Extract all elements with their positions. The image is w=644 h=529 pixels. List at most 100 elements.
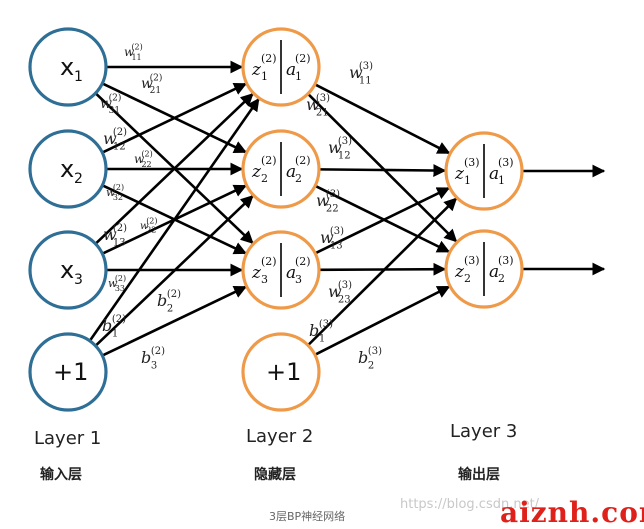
edge-l1-2-to-l2-1 — [101, 82, 247, 154]
output-node-2-a: a — [489, 262, 499, 282]
weight-label-10-sup: (2) — [112, 314, 126, 325]
layer-1-subtitle: 输入层 — [40, 466, 82, 483]
weight-label-18-sup: (3) — [338, 280, 352, 291]
edge-l1-4-to-l2-3 — [101, 285, 247, 357]
weight-label-19-sup: (3) — [319, 319, 333, 330]
weight-label-7-sup: (2) — [113, 223, 127, 234]
weight-label-7: w(2) 13 — [103, 223, 127, 248]
weight-label-11-sup: (2) — [167, 289, 181, 300]
input-bias-node-label: +1 — [53, 358, 88, 386]
weight-label-15-sub: 12 — [338, 151, 351, 162]
weight-label-20: b(3)2 — [358, 346, 382, 371]
weight-label-4-sup: (2) — [113, 127, 127, 138]
weight-label-10: b(2) 1 — [102, 314, 126, 339]
watermark-url: https://blog.csdn.net/ — [400, 497, 540, 512]
figure-caption: 3层BP神经网络 — [269, 509, 345, 523]
weight-label-2: w(2)21 — [141, 72, 162, 96]
weight-label-10-sub: 1 — [112, 329, 118, 340]
layer-2-title: Layer 2 — [246, 426, 313, 447]
output-node-1-z-sub: 1 — [464, 174, 471, 187]
hidden-node-3-a-sup: (2) — [295, 255, 311, 268]
hidden-node-3-z-sup: (2) — [261, 255, 277, 268]
weight-label-18-sub: 23 — [338, 295, 351, 306]
weight-label-11: b(2) 2 — [157, 289, 181, 314]
weight-label-5-sub: 22 — [141, 160, 151, 169]
weight-label-8-sup: (2) — [146, 217, 157, 226]
output-node-2-z-sup: (3) — [464, 254, 480, 267]
weight-label-12-sub: 3 — [151, 361, 157, 372]
weight-label-20-sub: 2 — [368, 361, 374, 372]
hidden-bias-node: +1 — [241, 332, 321, 412]
output-node-2-z-sub: 2 — [464, 272, 471, 285]
weight-label-6-sup: (2) — [113, 183, 124, 192]
hidden-node-2-a-sup: (2) — [295, 154, 311, 167]
input-node-2-label: x — [60, 155, 74, 183]
input-bias-node: +1 — [28, 332, 108, 412]
hidden-node-2-z-sub: 2 — [261, 172, 268, 185]
hidden-node-1-z-sub: 1 — [261, 70, 268, 83]
weight-label-7-sub: 13 — [113, 238, 126, 249]
weight-label-3: w(2)31 — [100, 92, 121, 116]
weight-label-18-symbol: w — [328, 282, 342, 301]
input-node-2-circle — [28, 129, 108, 209]
weight-label-17: w(3) 13 — [320, 226, 344, 251]
input-node-3-label: x — [60, 256, 74, 284]
hidden-node-1-z: z — [251, 60, 262, 80]
weight-label-12: b(2)3 — [141, 346, 165, 371]
weight-label-15-symbol: w — [328, 138, 342, 157]
weight-label-17-sub: 13 — [330, 241, 343, 252]
weight-label-1-symbol: w — [124, 45, 135, 59]
weight-label-11-sub: 2 — [167, 304, 173, 315]
edge-l1-3-to-l2-1 — [94, 92, 254, 245]
weight-label-7-symbol: w — [103, 225, 117, 244]
output-node-1-z: z — [454, 164, 465, 184]
weight-label-19: b(3)1 — [309, 319, 333, 344]
weight-label-6: w(2)32 — [106, 183, 124, 202]
input-node-1-label: x — [60, 53, 74, 81]
edge-l2-1-to-l3-1 — [314, 83, 451, 155]
weight-label-17-symbol: w — [320, 228, 334, 247]
weight-label-4-sub: 12 — [113, 142, 126, 153]
weight-label-2-sub: 21 — [150, 86, 161, 96]
weight-label-4-symbol: w — [103, 129, 117, 148]
weight-label-1-sub: 11 — [131, 53, 141, 62]
hidden-bias-node-circle — [241, 332, 321, 412]
weight-label-1: w(2) 11 — [124, 42, 143, 62]
output-node-1-a: a — [489, 164, 499, 184]
layer-1-title: Layer 1 — [34, 428, 101, 449]
weight-label-16-symbol: w — [316, 191, 330, 210]
weight-label-5-sup: (2) — [141, 149, 152, 158]
weight-label-14-sub: 21 — [316, 108, 329, 119]
weight-label-10-symbol: b — [102, 316, 112, 335]
edge-l1-4-to-l2-2 — [94, 194, 254, 347]
output-node-1-a-sub: 1 — [498, 174, 505, 187]
weight-label-13: w(3)11 — [349, 61, 373, 86]
input-node-3-circle — [28, 230, 108, 310]
weight-label-6-sub: 32 — [113, 193, 123, 202]
weight-label-18: w(3) 23 — [328, 280, 352, 305]
weight-label-8: w(2)22 — [140, 217, 158, 235]
weight-label-17-sup: (3) — [330, 226, 344, 237]
weight-label-9-sub: 33 — [115, 284, 125, 293]
weight-label-20-sup: (3) — [368, 346, 382, 357]
layer-3-title: Layer 3 — [450, 421, 517, 442]
weight-label-1-sup: (2) — [131, 42, 142, 51]
weight-label-13-sup: (3) — [359, 61, 373, 72]
hidden-node-3-a: a — [286, 263, 296, 283]
weight-label-14-sup: (3) — [316, 93, 330, 104]
weight-label-11-symbol: b — [157, 291, 167, 310]
weight-label-3-sup: (2) — [109, 92, 122, 103]
hidden-bias-node-label: +1 — [266, 358, 301, 386]
hidden-node-1-a-sub: 1 — [295, 70, 302, 83]
weight-label-8-sub: 22 — [146, 226, 156, 235]
weight-labels: w(2)11w(2)21w(2)31w(2)12w(2)22w(2)32w(2)… — [100, 42, 382, 371]
weight-label-14: w(3)21 — [306, 93, 330, 118]
weight-label-8-symbol: w — [140, 221, 149, 232]
output-node-2-a-sup: (3) — [498, 254, 514, 267]
hidden-node-2-z: z — [251, 162, 262, 182]
